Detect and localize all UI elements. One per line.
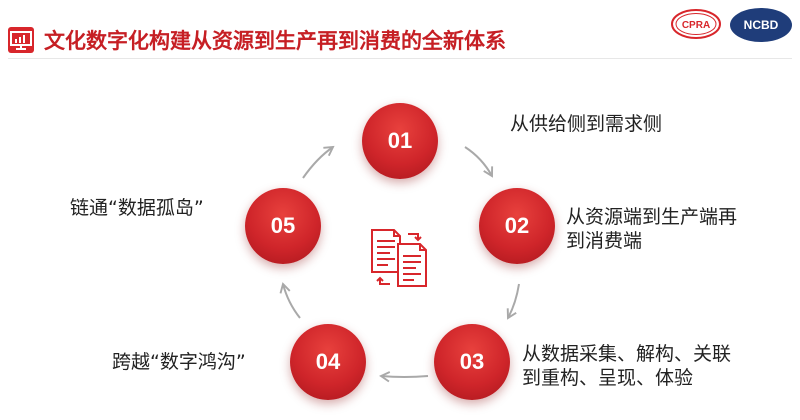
- arrow-05-to-01: [302, 145, 335, 179]
- arrow-02-to-03: [506, 283, 520, 320]
- step-label-05: 链通“数据孤岛”: [70, 196, 204, 220]
- arrow-03-to-04: [379, 371, 429, 383]
- step-node-05: 05: [245, 188, 321, 264]
- ncbd-logo: NCBD: [730, 8, 792, 42]
- step-label-04: 跨越“数字鸿沟”: [112, 350, 246, 374]
- page-title: 文化数字化构建从资源到生产再到消费的全新体系: [44, 29, 506, 53]
- step-label-01: 从供给侧到需求侧: [510, 112, 662, 136]
- arrow-04-to-05: [279, 282, 301, 319]
- step-label-02: 从资源端到生产端再 到消费端: [566, 205, 737, 253]
- step-label-04-line-1: 跨越“数字鸿沟”: [112, 351, 246, 373]
- step-label-05-line-1: 链通“数据孤岛”: [70, 197, 204, 219]
- arrow-01-to-02: [464, 146, 494, 178]
- step-node-01: 01: [362, 103, 438, 179]
- header-divider: [8, 58, 792, 59]
- document-exchange-icon: [371, 229, 427, 287]
- step-label-03-line-1: 从数据采集、解构、关联: [522, 343, 732, 365]
- step-node-02: 02: [479, 188, 555, 264]
- step-label-01-line-1: 从供给侧到需求侧: [510, 113, 663, 135]
- cpra-logo-text: CPRA: [682, 20, 710, 31]
- presentation-icon: [8, 27, 34, 53]
- step-label-02-line-1: 从资源端到生产端再: [566, 206, 738, 228]
- step-label-03-line-2: 到重构、呈现、体验: [522, 367, 694, 389]
- step-label-02-line-2: 到消费端: [566, 230, 643, 252]
- cpra-logo: CPRA: [671, 9, 721, 39]
- step-node-04: 04: [290, 324, 366, 400]
- step-label-03: 从数据采集、解构、关联 到重构、呈现、体验: [522, 342, 731, 390]
- step-node-03: 03: [434, 324, 510, 400]
